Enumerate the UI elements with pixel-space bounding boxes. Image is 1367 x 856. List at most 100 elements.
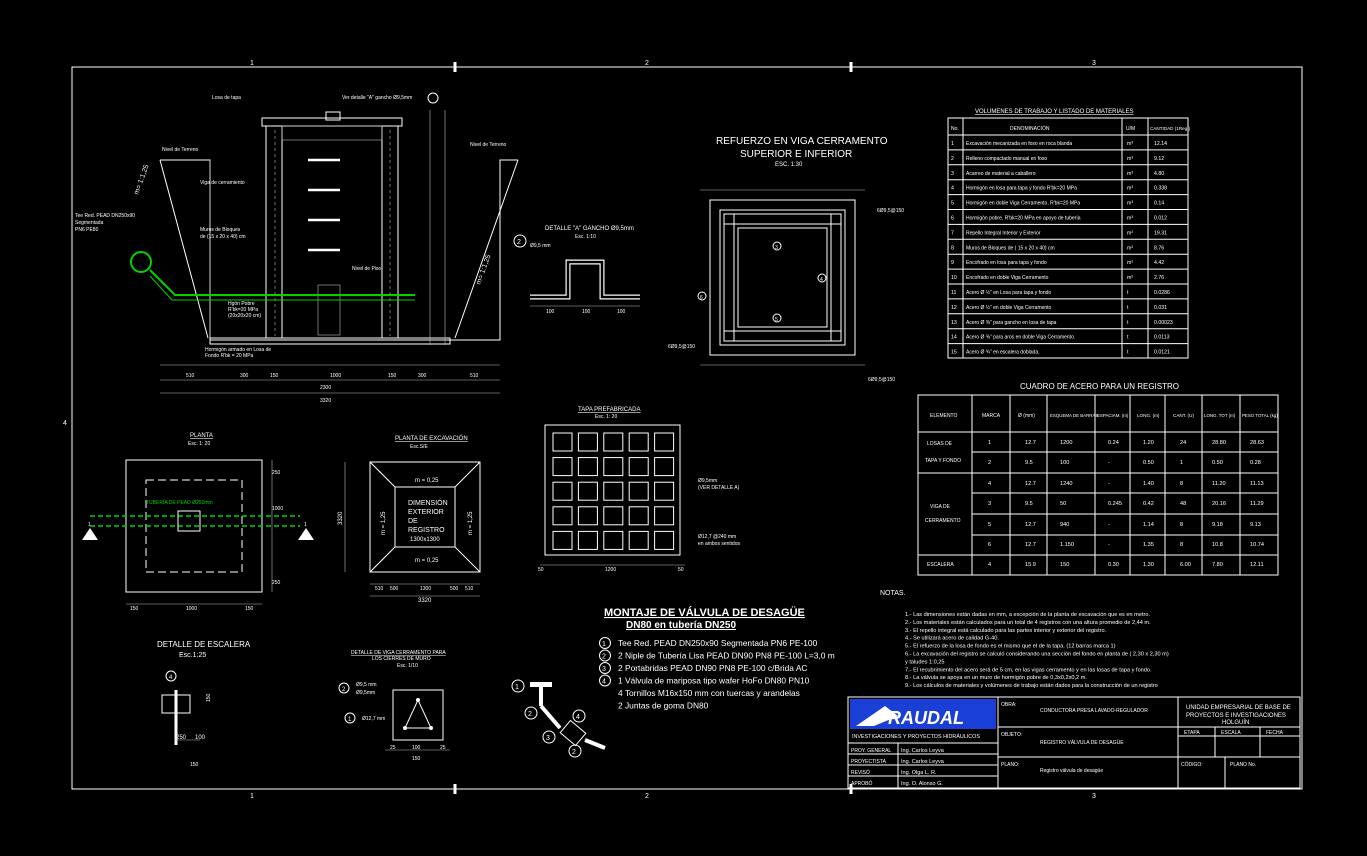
assembly-item: 2 Niple de Tubería Lisa PEAD DN90 PN8 PE… xyxy=(618,651,835,661)
svg-text:150: 150 xyxy=(412,756,421,762)
svg-text:R'bk=20 MPa: R'bk=20 MPa xyxy=(228,307,258,313)
svg-text:CÓDIGO:: CÓDIGO: xyxy=(1181,761,1203,768)
assembly-callout xyxy=(599,674,611,687)
materials-cell: Excavación mecanizada en foso en roca bl… xyxy=(966,141,1072,147)
materials-cell: 5 xyxy=(951,201,954,207)
steel-cell: 20.16 xyxy=(1212,501,1226,507)
svg-text:Segmentada: Segmentada xyxy=(75,220,104,226)
assembly-callout xyxy=(599,662,611,674)
pipe-line xyxy=(149,269,415,296)
materials-cell: m³ xyxy=(1127,201,1133,207)
svg-text:Ing. Carlos Leyva: Ing. Carlos Leyva xyxy=(901,748,945,754)
svg-text:Esc. 1/10: Esc. 1/10 xyxy=(397,663,418,669)
steel-cell: - xyxy=(1108,481,1110,487)
assembly-number: 3 xyxy=(602,666,606,673)
svg-text:100: 100 xyxy=(617,309,626,315)
steel-cell: 1 xyxy=(1180,460,1183,466)
svg-text:PESO TOTAL (kg): PESO TOTAL (kg) xyxy=(1242,413,1278,418)
cover-cell xyxy=(577,530,598,550)
hook-detail: DETALLE "A" GANCHO Ø9,5mm Esc. 1:10 2 Ø9… xyxy=(513,226,640,315)
assembly-number: 4 xyxy=(602,679,606,686)
frame-label: 4 xyxy=(63,420,67,427)
svg-text:m = 1,25: m = 1,25 xyxy=(468,511,474,535)
svg-text:Hgón Pobre: Hgón Pobre xyxy=(228,301,255,307)
svg-text:CONDUCTORA PRESA LAVADO-REGULA: CONDUCTORA PRESA LAVADO-REGULADOR xyxy=(1040,708,1148,714)
svg-text:PN6 PE80: PN6 PE80 xyxy=(75,227,99,233)
svg-text:OBRA:: OBRA: xyxy=(1001,702,1017,708)
steel-cell: 48 xyxy=(1180,501,1186,507)
materials-cell: t xyxy=(1127,335,1129,341)
svg-text:Losa de tapa: Losa de tapa xyxy=(212,95,241,101)
materials-cell: Relleno compactado manual en foso xyxy=(966,156,1047,162)
svg-text:1200: 1200 xyxy=(605,567,616,573)
svg-text:PLANO:: PLANO: xyxy=(1001,762,1019,768)
note-line: 7.- El recubrimiento del acero será de 5… xyxy=(905,667,1152,673)
logo-wave-icon xyxy=(856,706,898,726)
assembly-item: 4 Tornillos M16x150 mm con tuercas y ara… xyxy=(618,688,800,698)
svg-text:REFUERZO EN VIGA CERRAMENTO: REFUERZO EN VIGA CERRAMENTO xyxy=(716,136,888,147)
steel-cell: 7.80 xyxy=(1212,562,1223,568)
materials-cell: 13 xyxy=(951,320,957,326)
svg-text:500: 500 xyxy=(450,586,459,592)
steel-cell: 0.50 xyxy=(1143,460,1154,466)
svg-text:Fondo R'bk = 20 MPa: Fondo R'bk = 20 MPa xyxy=(205,353,254,359)
svg-text:3320: 3320 xyxy=(338,511,344,525)
materials-cell: 19.31 xyxy=(1154,230,1167,236)
svg-text:HOLGUÍN: HOLGUÍN xyxy=(1222,719,1249,726)
excavation-plan: PLANTA DE EXCAVACIÓN Esc.S/E DIMENSIÓN E… xyxy=(338,435,481,604)
steel-cell: 9.5 xyxy=(1025,501,1033,507)
svg-text:1300x1300: 1300x1300 xyxy=(410,537,440,543)
cover-cell xyxy=(654,457,675,477)
svg-text:m= 1:1,25: m= 1:1,25 xyxy=(475,254,492,286)
steel-cell: 1.20 xyxy=(1143,440,1154,446)
beam-closure-detail: DETALLE DE VIGA CERRAMENTO PARA LOS CIER… xyxy=(338,650,450,762)
materials-cell: 4.80 xyxy=(1154,171,1164,177)
steel-cell: 0.245 xyxy=(1108,501,1122,507)
svg-text:3: 3 xyxy=(775,245,778,251)
assembly-callout xyxy=(599,637,611,649)
svg-text:Ø9,5mm: Ø9,5mm xyxy=(698,478,717,484)
svg-text:Registro válvula de desagüe: Registro válvula de desagüe xyxy=(1040,768,1103,774)
svg-text:DETALLE DE ESCALERA: DETALLE DE ESCALERA xyxy=(157,640,251,649)
svg-text:PROY. GENERAL: PROY. GENERAL xyxy=(851,748,891,754)
svg-text:m = 0,25: m = 0,25 xyxy=(415,558,439,564)
svg-text:Nivel de Terreno: Nivel de Terreno xyxy=(470,142,507,148)
note-line: 9.- Los cálculos de materiales y volúmen… xyxy=(905,683,1158,689)
svg-text:Ing. O. Alonso G.: Ing. O. Alonso G. xyxy=(901,781,943,787)
cover-cell xyxy=(552,530,573,550)
svg-text:TAPA PREFABRICADA: TAPA PREFABRICADA xyxy=(578,407,640,413)
svg-text:(VER DETALLE A): (VER DETALLE A) xyxy=(698,485,740,491)
cover-cell xyxy=(628,432,649,452)
svg-text:1: 1 xyxy=(515,684,519,691)
svg-text:50: 50 xyxy=(538,567,544,573)
steel-cell: 50 xyxy=(1060,501,1066,507)
cover-cell xyxy=(654,432,675,452)
svg-text:5: 5 xyxy=(775,317,778,323)
cover-cell xyxy=(628,506,649,526)
steel-cell: 10.8 xyxy=(1212,542,1223,548)
materials-cell: m² xyxy=(1127,275,1133,281)
steel-cell: 1.35 xyxy=(1143,542,1154,548)
svg-text:ESCALERA: ESCALERA xyxy=(927,562,954,568)
svg-text:Muros de Bloques: Muros de Bloques xyxy=(200,227,241,233)
assembly-callout xyxy=(599,649,611,662)
materials-cell: Acero Ø ½" en Losa para tapa y fondo xyxy=(966,289,1051,296)
steel-cell: 12.7 xyxy=(1025,481,1036,487)
materials-cell: 4 xyxy=(951,186,954,192)
svg-text:OBJETO:: OBJETO: xyxy=(1001,732,1022,738)
svg-text:150: 150 xyxy=(245,606,254,612)
svg-text:Ø12,7 mm: Ø12,7 mm xyxy=(362,716,385,722)
svg-text:Ing. Olga L. R.: Ing. Olga L. R. xyxy=(901,770,937,776)
prefab-cover: TAPA PREFABRICADA Esc. 1: 20 Ø9,5mm (VER… xyxy=(538,407,740,573)
materials-cell: Hormigón en doble Viga Cerramento, R'bk=… xyxy=(966,201,1080,207)
steel-cell: 28.63 xyxy=(1250,440,1264,446)
svg-text:NOTAS.: NOTAS. xyxy=(880,590,906,597)
svg-text:4: 4 xyxy=(169,675,173,681)
steel-cell: 0.50 xyxy=(1212,460,1223,466)
steel-cell: 12.7 xyxy=(1025,522,1036,528)
svg-text:Ing. Carlos Leyva: Ing. Carlos Leyva xyxy=(901,759,945,765)
svg-text:m = 1,25: m = 1,25 xyxy=(381,511,387,535)
steel-cell: 1240 xyxy=(1060,481,1072,487)
cover-cell xyxy=(654,530,675,550)
materials-cell: m² xyxy=(1127,260,1133,266)
